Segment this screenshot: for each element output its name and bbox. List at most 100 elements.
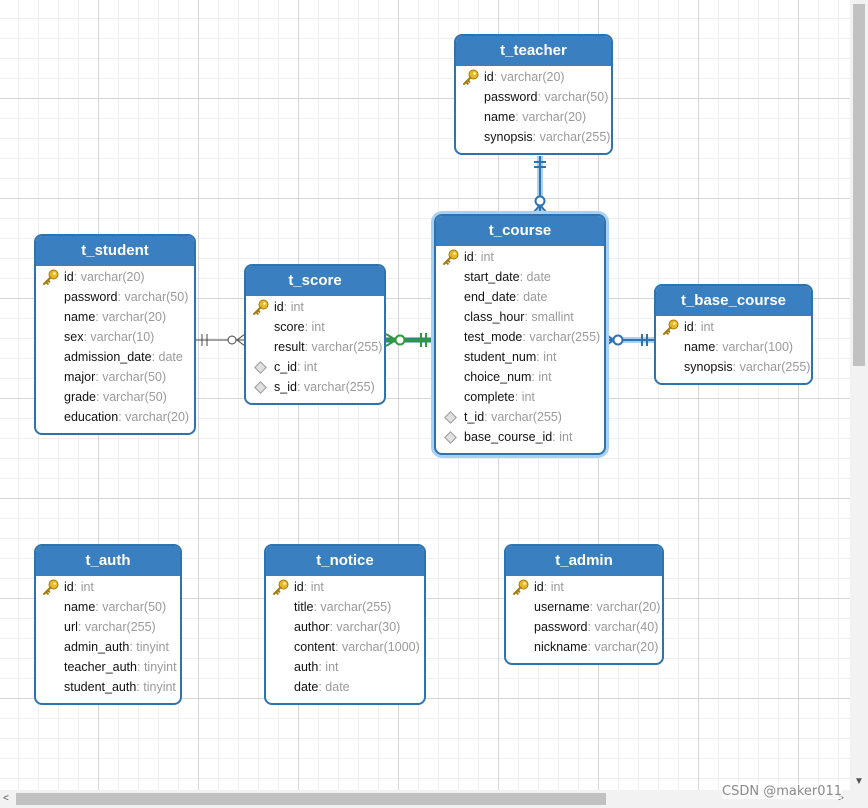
field-row[interactable]: c_id: int (246, 357, 384, 377)
field-row[interactable]: id: int (656, 317, 811, 337)
field-row[interactable]: end_date: date (436, 287, 604, 307)
horizontal-scrollbar[interactable]: < > (0, 790, 850, 808)
field-type: int (700, 320, 714, 334)
field-row[interactable]: id: int (266, 577, 424, 597)
table-title[interactable]: t_course (436, 216, 604, 246)
field-row[interactable]: class_hour: smallint (436, 307, 604, 327)
table-title[interactable]: t_auth (36, 546, 180, 576)
field-row[interactable]: id: int (246, 297, 384, 317)
field-row[interactable]: title: varchar(255) (266, 597, 424, 617)
field-name: date (294, 680, 319, 694)
scroll-down-icon[interactable]: ▼ (854, 776, 864, 787)
field-name: name (684, 340, 716, 354)
field-name: complete (464, 390, 515, 404)
field-row[interactable]: synopsis: varchar(255) (456, 127, 611, 147)
field-row[interactable]: sex: varchar(10) (36, 327, 194, 347)
field-row[interactable]: result: varchar(255) (246, 337, 384, 357)
field-type-separator: : (693, 320, 701, 334)
table-title[interactable]: t_notice (266, 546, 424, 576)
field-name: id (64, 580, 74, 594)
field-type: varchar(20) (596, 600, 661, 614)
field-row[interactable]: id: varchar(20) (456, 67, 611, 87)
field-row[interactable]: grade: varchar(50) (36, 387, 194, 407)
field-type-separator: : (484, 410, 492, 424)
field-row[interactable]: id: int (506, 577, 662, 597)
field-row[interactable]: t_id: varchar(255) (436, 407, 604, 427)
field-row[interactable]: admin_auth: tinyint (36, 637, 180, 657)
field-row[interactable]: id: int (36, 577, 180, 597)
field-type: tinyint (143, 660, 177, 674)
field-type-separator: : (95, 310, 103, 324)
field-type: int (480, 250, 494, 264)
field-row[interactable]: major: varchar(50) (36, 367, 194, 387)
field-type: varchar(255) (303, 380, 375, 394)
scroll-left-icon[interactable]: < (3, 793, 9, 804)
field-type-separator: : (95, 370, 103, 384)
field-type: varchar(20) (522, 110, 587, 124)
field-name: c_id (274, 360, 297, 374)
field-row[interactable]: author: varchar(30) (266, 617, 424, 637)
field-row[interactable]: teacher_auth: tinyint (36, 657, 180, 677)
field-name: teacher_auth (64, 660, 137, 674)
field-row[interactable]: password: varchar(50) (456, 87, 611, 107)
field-row[interactable]: name: varchar(20) (456, 107, 611, 127)
field-type: varchar(40) (594, 620, 659, 634)
relation-student-score[interactable] (196, 333, 246, 347)
field-row[interactable]: id: int (436, 247, 604, 267)
table-title[interactable]: t_score (246, 266, 384, 296)
field-row[interactable]: password: varchar(50) (36, 287, 194, 307)
field-row[interactable]: content: varchar(1000) (266, 637, 424, 657)
field-type-separator: : (136, 660, 144, 674)
field-type-separator: : (117, 290, 125, 304)
field-row[interactable]: synopsis: varchar(255) (656, 357, 811, 377)
field-name: url (64, 620, 78, 634)
field-row[interactable]: complete: int (436, 387, 604, 407)
field-row[interactable]: auth: int (266, 657, 424, 677)
field-row[interactable]: id: varchar(20) (36, 267, 194, 287)
field-row[interactable]: education: varchar(20) (36, 407, 194, 427)
field-name: id (684, 320, 694, 334)
field-type: varchar(255) (311, 340, 383, 354)
field-row[interactable]: start_date: date (436, 267, 604, 287)
vertical-scrollbar[interactable]: ▼ (850, 0, 868, 790)
field-type-separator: : (536, 350, 544, 364)
field-row[interactable]: choice_num: int (436, 367, 604, 387)
field-row[interactable]: base_course_id: int (436, 427, 604, 447)
relation-course-score[interactable] (385, 333, 433, 347)
table-title[interactable]: t_admin (506, 546, 662, 576)
field-row[interactable]: test_mode: varchar(255) (436, 327, 604, 347)
field-row[interactable]: score: int (246, 317, 384, 337)
table-title[interactable]: t_teacher (456, 36, 611, 66)
relation-teacher-course[interactable] (533, 156, 547, 213)
table-title[interactable]: t_student (36, 236, 194, 266)
field-row[interactable]: name: varchar(20) (36, 307, 194, 327)
field-row[interactable]: password: varchar(40) (506, 617, 662, 637)
horizontal-scroll-thumb[interactable] (16, 793, 606, 805)
field-row[interactable]: username: varchar(20) (506, 597, 662, 617)
table-title[interactable]: t_base_course (656, 286, 811, 316)
relation-basecourse-course[interactable] (605, 333, 654, 347)
field-row[interactable]: admission_date: date (36, 347, 194, 367)
vertical-scroll-thumb[interactable] (853, 4, 865, 366)
field-row[interactable]: date: date (266, 677, 424, 697)
field-row[interactable]: name: varchar(100) (656, 337, 811, 357)
field-row[interactable]: student_auth: tinyint (36, 677, 180, 697)
field-row[interactable]: nickname: varchar(20) (506, 637, 662, 657)
field-row[interactable]: student_num: int (436, 347, 604, 367)
field-row[interactable]: url: varchar(255) (36, 617, 180, 637)
field-name: s_id (274, 380, 297, 394)
field-row[interactable]: s_id: varchar(255) (246, 377, 384, 397)
field-type: varchar(20) (500, 70, 565, 84)
field-row[interactable]: name: varchar(50) (36, 597, 180, 617)
field-name: username (534, 600, 590, 614)
field-type-separator: : (83, 330, 91, 344)
